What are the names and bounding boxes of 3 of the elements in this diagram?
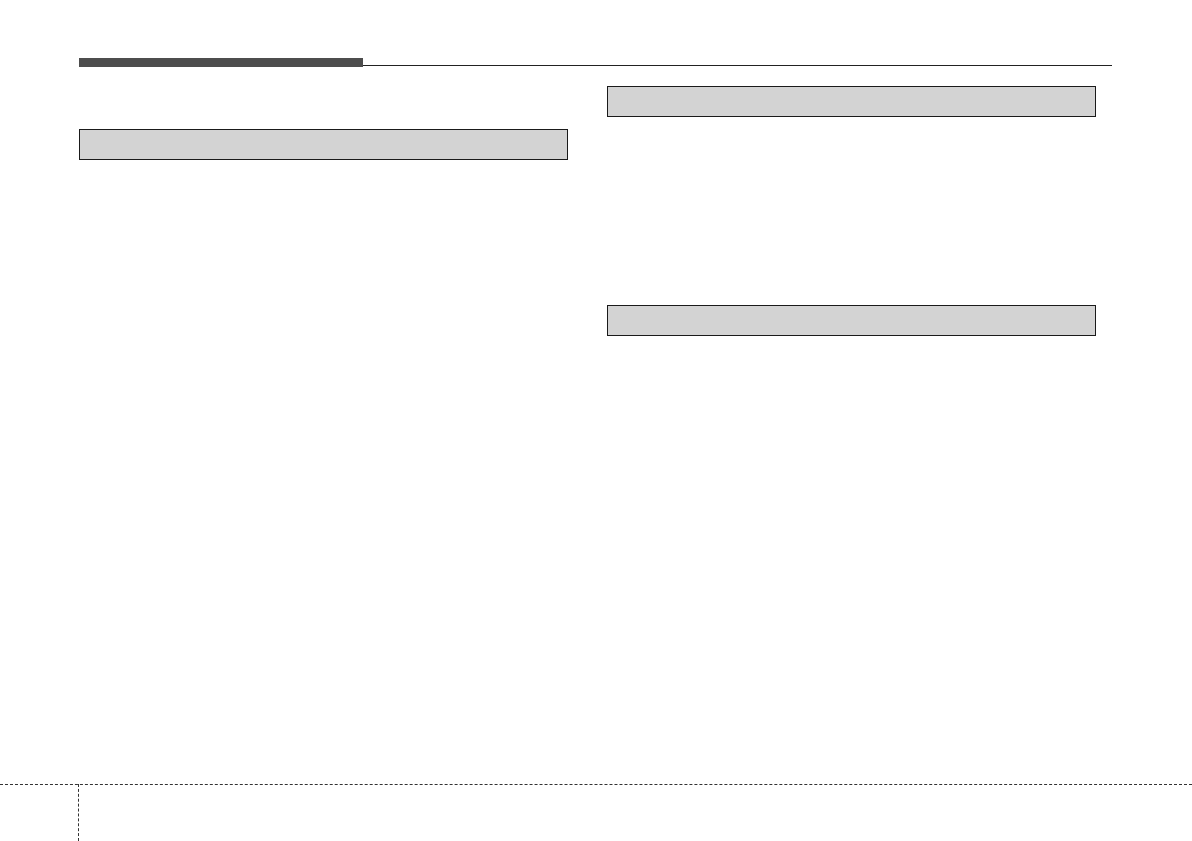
section-heading-bar (607, 86, 1096, 117)
section-heading-bar (79, 129, 568, 160)
section-heading-bar (607, 305, 1096, 336)
